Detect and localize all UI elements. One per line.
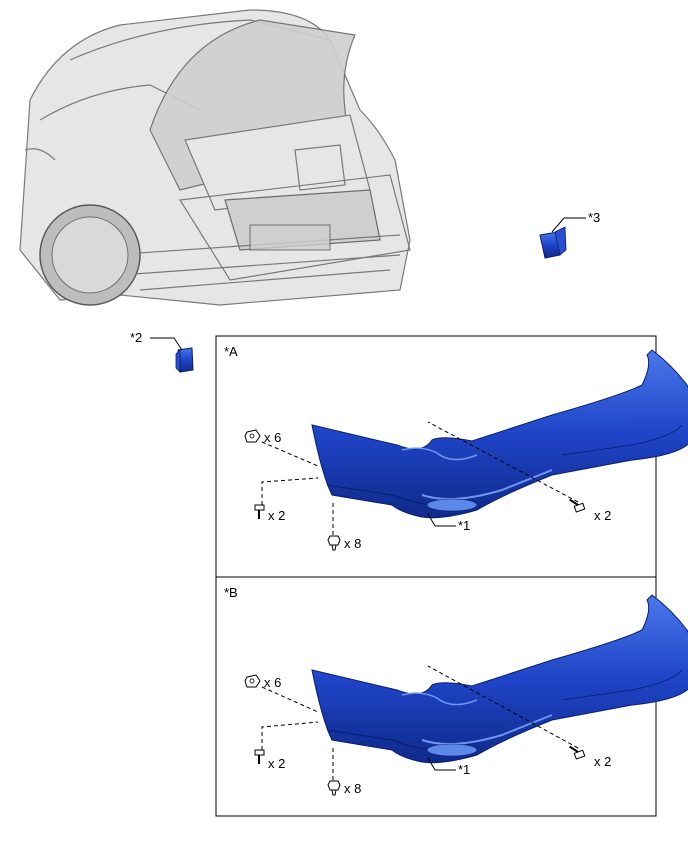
dash-a-2 [261, 477, 319, 505]
clip-nut-a [244, 429, 261, 443]
dash-a-4 [427, 421, 579, 503]
leader-part-2 [150, 337, 183, 351]
qty-screw-right-a: x 2 [594, 508, 611, 523]
callout-a-part-1: *1 [458, 518, 470, 533]
bumper-a [311, 349, 688, 519]
qty-clip-top-a: x 6 [264, 430, 281, 445]
panel-b-label: *B [224, 585, 238, 600]
qty-clip-bottom-b: x 8 [344, 781, 361, 796]
callout-b-part-1: *1 [458, 762, 470, 777]
part-3-illustration [539, 226, 567, 259]
clip-push-a [327, 535, 341, 551]
qty-screw-left-b: x 2 [268, 756, 285, 771]
screw-left-b [254, 749, 265, 765]
leader-b-part-1 [427, 757, 456, 771]
callout-part-3: *3 [588, 210, 600, 225]
dash-b-1 [261, 686, 319, 713]
callout-part-2: *2 [130, 330, 142, 345]
dash-a-1 [261, 441, 319, 467]
screw-left-a [254, 504, 265, 520]
screw-right-b [569, 745, 586, 760]
qty-screw-left-a: x 2 [268, 508, 285, 523]
bumper-b [311, 594, 688, 764]
clip-nut-b [244, 674, 261, 688]
panel-a-label: *A [224, 344, 238, 359]
leader-part-3 [551, 217, 586, 233]
dash-b-2 [261, 721, 319, 750]
panel-a: *A x 6 x 2 x 8 x 2 *1 [224, 344, 688, 551]
dash-b-4 [427, 665, 579, 749]
leader-a-part-1 [427, 513, 456, 527]
detail-frame [215, 335, 657, 817]
screw-right-a [569, 498, 586, 513]
qty-clip-bottom-a: x 8 [344, 536, 361, 551]
clip-push-b [327, 780, 341, 796]
qty-screw-right-b: x 2 [594, 754, 611, 769]
vehicle-illustration [19, 9, 411, 306]
panel-b: *B x 6 x 2 x 8 x 2 *1 [224, 585, 688, 796]
qty-clip-top-b: x 6 [264, 675, 281, 690]
part-2-illustration [175, 347, 194, 373]
